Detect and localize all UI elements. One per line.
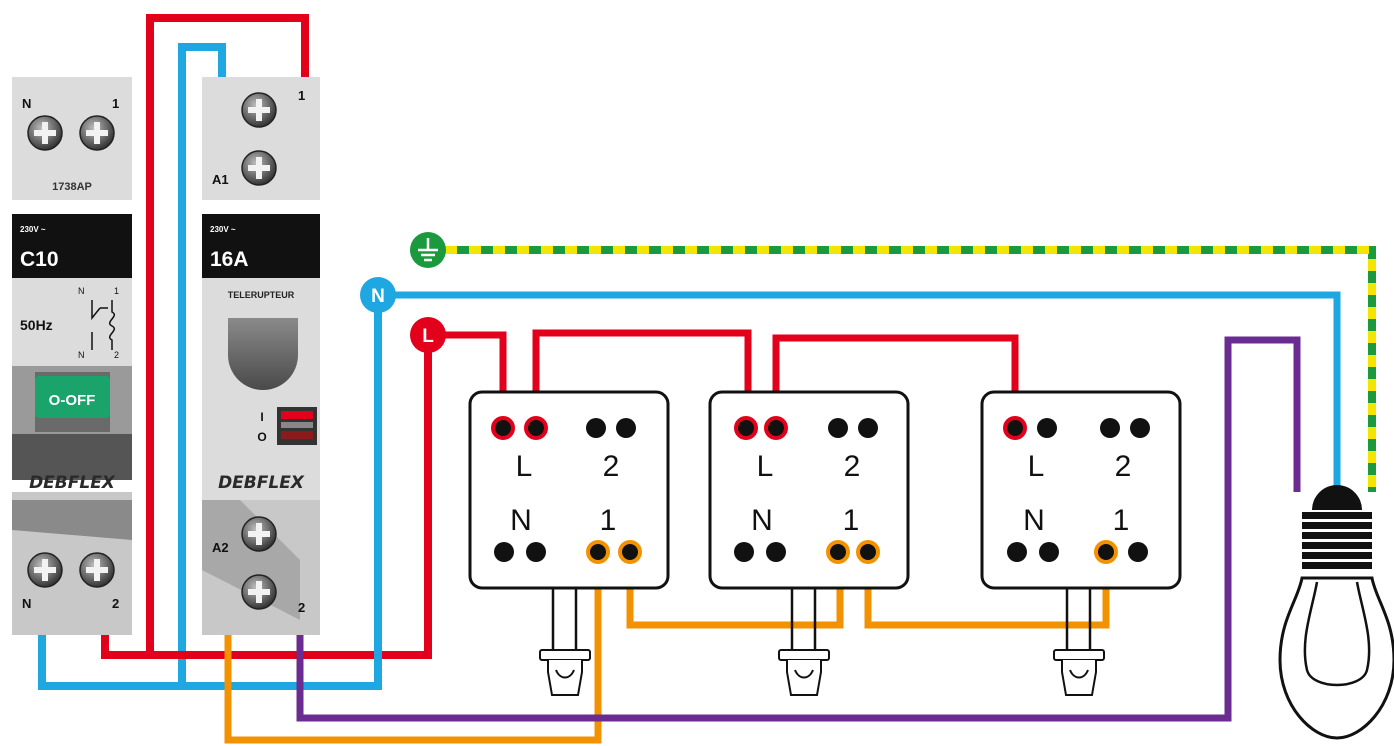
wire-switched-a2 [224,552,602,744]
breaker-symbol-icon [91,300,115,350]
wire-lamp-feed [296,336,1301,722]
pushbutton-3-label-2: 2 [1115,450,1132,483]
screw-icon [79,552,115,588]
breaker-symbol-1-top: 1 [114,286,119,296]
relay-manual-switch[interactable] [277,407,317,445]
wire-live-sw2-sw3 [772,334,1019,428]
relay-switch-i: I [260,410,263,424]
screw-icon [27,552,63,588]
pushbutton-3-label-1: 1 [1113,504,1130,537]
wire-earth-yellow [445,246,1376,492]
indicator-lamp-icon [1053,649,1105,696]
live-label: L [422,326,434,347]
wire-neutral-lamp [378,291,1341,492]
breaker-terminal-n-label: N [22,96,31,111]
relay-rating: 16A [210,248,249,271]
breaker-toggle-label: O-OFF [49,392,96,409]
screw-icon [241,574,277,610]
screw-icon [79,115,115,151]
pushbutton-1: L 2 N 1 [468,390,670,590]
breaker-symbol-n-bottom: N [78,350,85,360]
earth-icon [418,238,438,262]
pushbutton-2-label-2: 2 [844,450,861,483]
pushbutton-1-label-2: 2 [603,450,620,483]
breaker-frequency: 50Hz [20,317,53,333]
earth-symbol [410,232,446,268]
relay-voltage: 230V ~ [210,225,236,234]
indicator-lamp-icon [539,649,591,696]
relay-terminal-a1-label: A1 [212,172,229,187]
screw-icon [27,115,63,151]
relay-button[interactable] [228,318,298,390]
pushbutton-1-label-l: L [516,450,533,483]
pushbutton-2-label-n: N [751,504,773,537]
wire-live-sw1-sw2 [532,329,752,428]
pushbutton-2: L 2 N 1 [708,390,910,590]
pushbutton-3-label-n: N [1023,504,1045,537]
breaker-terminal-n-bottom: N [22,596,31,611]
neutral-symbol: N [360,277,396,313]
live-symbol: L [410,317,446,353]
circuit-breaker: N 1 1738AP 230V ~ C10 50Hz N 1 N 2 O-OFF… [12,77,132,635]
breaker-rating: C10 [20,248,59,271]
relay-switch-o: O [257,430,266,444]
breaker-model: 1738AP [52,181,92,193]
breaker-symbol-n-top: N [78,286,85,296]
relay-terminal-a2-label: A2 [212,540,229,555]
relay-terminal-2-label: 2 [298,600,305,615]
pushbutton-2-label-1: 1 [843,504,860,537]
indicator-lamp-icon [778,649,830,696]
screw-icon [241,150,277,186]
breaker-terminal-1-label: 1 [112,96,119,111]
relay-type: TELERUPTEUR [228,290,295,300]
impulse-relay: 1 A1 230V ~ 16A TELERUPTEUR I O DEBFLEX … [202,77,320,635]
breaker-brand: DEBFLEX [29,473,116,493]
pushbutton-3: L 2 N 1 [980,390,1182,590]
pushbutton-1-label-n: N [510,504,532,537]
neutral-label: N [371,286,385,307]
screw-icon [241,516,277,552]
screw-icon [241,92,277,128]
breaker-terminal-2-bottom: 2 [112,596,119,611]
pushbutton-3-label-l: L [1028,450,1045,483]
breaker-toggle[interactable] [35,376,110,418]
breaker-symbol-2-bottom: 2 [114,350,119,360]
wire-neutral-bus [182,295,382,690]
relay-terminal-1-label: 1 [298,88,305,103]
wire-neutral-top-loop [38,43,226,690]
relay-brand: DEBFLEX [218,473,305,493]
pushbutton-1-label-1: 1 [600,504,617,537]
pushbutton-2-label-l: L [757,450,774,483]
wire-live-top-loop [101,14,309,659]
light-bulb-icon [1278,485,1394,740]
breaker-voltage: 230V ~ [20,225,46,234]
wire-live-bus [150,335,432,659]
